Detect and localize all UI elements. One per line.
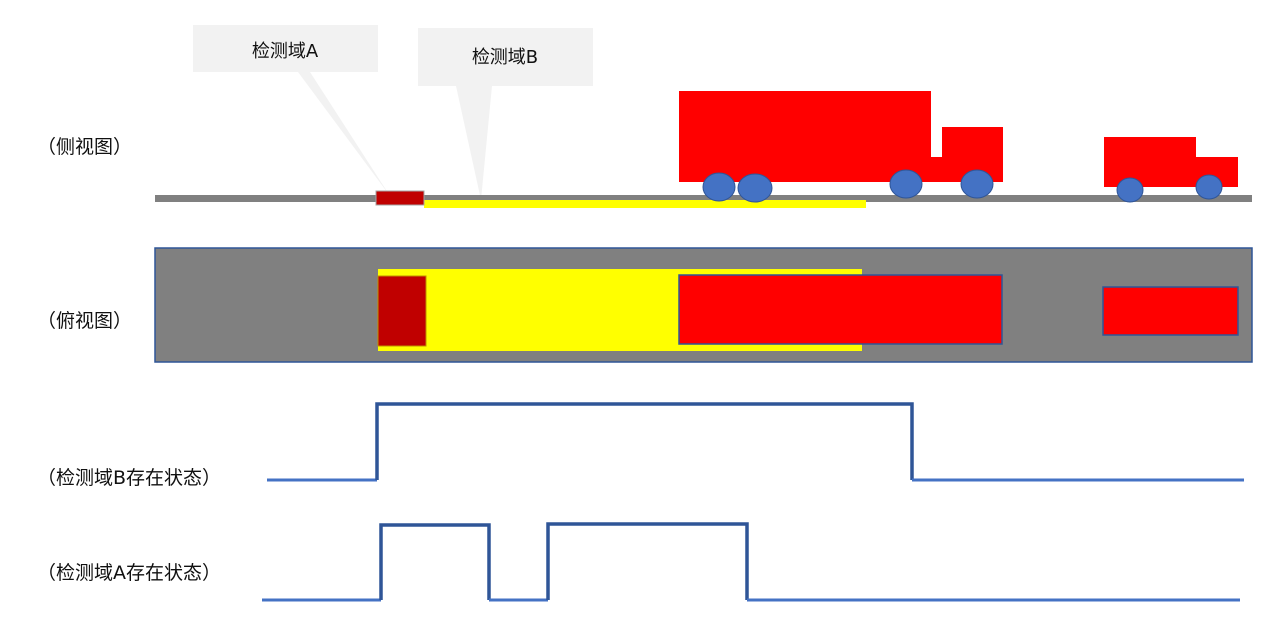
truck-side: [679, 91, 1003, 203]
zone-a-signal-pulse-2: [546, 522, 749, 600]
road-side: [155, 195, 1252, 202]
callout-zone-a-bubble: [193, 25, 390, 196]
wheel: [960, 169, 994, 199]
callout-zone-b: 检测域B: [418, 28, 593, 200]
zone-a-signal-pulse-1: [379, 523, 491, 600]
wheel: [737, 173, 773, 203]
truck-top: [678, 274, 1003, 345]
car-side: [1104, 137, 1238, 203]
wheel: [889, 169, 923, 199]
wheel: [1116, 177, 1144, 203]
car-cab: [1104, 137, 1196, 187]
zone-a-signal-label: （检测域A存在状态）: [37, 562, 221, 584]
zone-b-signal-label: （检测域B存在状态）: [37, 467, 221, 489]
truck-trailer: [679, 91, 931, 182]
top-view: [154, 247, 1253, 363]
zone-b-side: [424, 200, 866, 208]
callout-zone-b-bubble: [418, 28, 593, 200]
zone-a-top: [377, 275, 427, 347]
wheel: [702, 172, 736, 202]
side-view: [155, 91, 1252, 208]
callout-zone-a: 检测域A: [193, 25, 390, 196]
callout-zone-b-text: 检测域B: [472, 47, 538, 68]
callout-zone-a-text: 检测域A: [252, 41, 319, 62]
zone-a-side: [375, 190, 425, 206]
car-top: [1102, 286, 1239, 336]
truck-coupling: [925, 157, 945, 182]
top-view-label: （俯视图）: [37, 310, 132, 332]
side-view-label: （侧视图）: [37, 136, 132, 158]
wheel: [1195, 174, 1223, 200]
zone-b-signal-pulse: [375, 402, 914, 480]
